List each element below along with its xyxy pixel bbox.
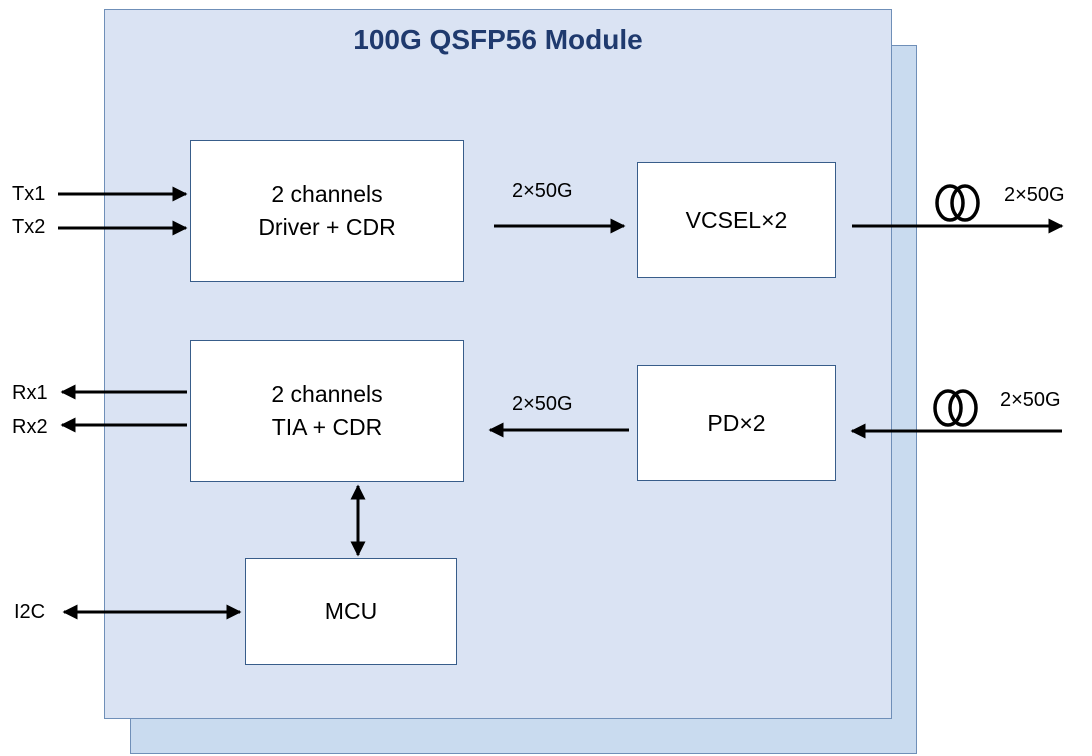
tx-block-line1: 2 channels (271, 181, 383, 207)
rx1-label: Rx1 (12, 382, 48, 404)
i2c-label: I2C (14, 601, 46, 623)
photodiode-block: PD×2 (637, 365, 836, 481)
rx2-label: Rx2 (12, 416, 48, 438)
tx2-label: Tx2 (12, 216, 46, 238)
tx1-label: Tx1 (12, 183, 46, 205)
mcu-label: MCU (324, 598, 378, 624)
rx-tia-cdr-block: 2 channels TIA + CDR (190, 340, 464, 482)
tx-internal-rate-label: 2×50G (512, 180, 573, 202)
fiber-coil-rx-icon (933, 389, 978, 427)
module-title: 100G QSFP56 Module (353, 24, 643, 55)
rx-block-line2: TIA + CDR (271, 414, 383, 440)
vcsel-block: VCSEL×2 (637, 162, 836, 278)
rx-block-line1: 2 channels (271, 381, 383, 407)
vcsel-label: VCSEL×2 (685, 206, 788, 233)
mcu-block: MCU (245, 558, 457, 665)
tx-optical-rate-label: 2×50G (1004, 184, 1065, 206)
rx-optical-rate-label: 2×50G (1000, 389, 1061, 411)
pd-label: PD×2 (707, 409, 766, 436)
tx-driver-cdr-block: 2 channels Driver + CDR (190, 140, 464, 282)
fiber-coil-tx-icon (935, 184, 980, 222)
tx-block-line2: Driver + CDR (258, 214, 396, 240)
rx-internal-rate-label: 2×50G (512, 393, 573, 415)
